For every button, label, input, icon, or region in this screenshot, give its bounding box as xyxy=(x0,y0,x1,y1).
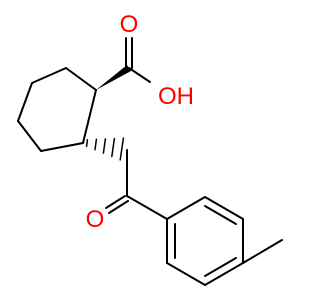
carbonyl-to-aryl-bond xyxy=(126,195,168,220)
aryl-bond-1 xyxy=(166,196,206,220)
c-oh-bond xyxy=(128,67,151,83)
carboxylic-acid-group xyxy=(125,37,151,83)
aromatic-inner-bond-2 xyxy=(204,257,237,277)
aromatic-inner-bond-1 xyxy=(204,205,237,225)
wedge-bond-carboxyl xyxy=(96,65,131,90)
benzene-ring xyxy=(166,196,244,286)
ring-bond-2 xyxy=(31,67,67,84)
hash-bond-side-chain xyxy=(85,137,125,161)
cyclohexane-ring xyxy=(17,67,97,152)
aryl-bond-2 xyxy=(204,196,244,220)
ketone-linker xyxy=(105,149,168,220)
aryl-bond-4 xyxy=(204,262,244,286)
hash-2 xyxy=(94,138,98,151)
ring-bond-5 xyxy=(40,142,84,152)
hash-1 xyxy=(85,138,89,148)
methyl-bond xyxy=(242,239,283,264)
hash-4 xyxy=(111,137,116,158)
ketone-double-bond-a xyxy=(105,195,126,209)
structure-canvas: O OH O xyxy=(17,11,283,286)
ketone-oxygen-label: O xyxy=(86,206,105,233)
chemical-structure-diagram: O OH O xyxy=(17,11,283,286)
hydroxyl-label: OH xyxy=(158,83,194,110)
hash-3 xyxy=(102,138,107,154)
hash-5 xyxy=(119,137,125,161)
aryl-bond-5 xyxy=(166,262,206,286)
ring-bond-1 xyxy=(65,67,97,91)
ring-bond-6 xyxy=(82,89,97,144)
acid-carbonyl-oxygen-label: O xyxy=(120,11,139,38)
ring-bond-4 xyxy=(17,120,42,152)
ring-bond-3 xyxy=(17,82,33,122)
ketone-double-bond-b xyxy=(108,200,129,214)
